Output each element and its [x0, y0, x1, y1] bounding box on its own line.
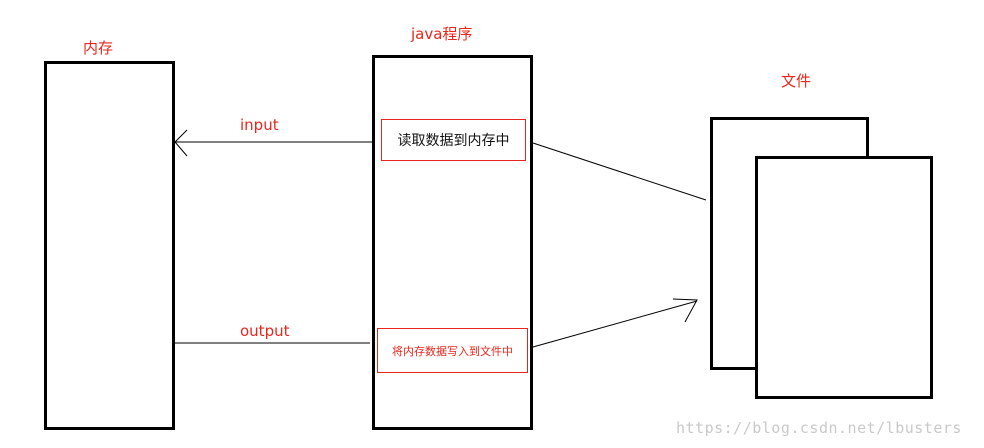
file-label: 文件	[781, 72, 812, 90]
memory-label: 内存	[83, 39, 114, 57]
file-front-page	[755, 156, 933, 399]
write-file-line	[532, 300, 698, 348]
watermark-text: https://blog.csdn.net/lbusters	[676, 419, 962, 437]
write-data-box: 将内存数据写入到文件中	[377, 328, 528, 373]
input-arrow-head	[174, 129, 188, 157]
input-label: input	[240, 116, 279, 134]
memory-box	[44, 61, 175, 430]
read-data-box: 读取数据到内存中	[381, 119, 526, 161]
java-program-label: java程序	[411, 25, 473, 43]
output-label: output	[240, 322, 290, 340]
read-file-line	[532, 142, 707, 201]
write-arrow-head	[672, 298, 698, 323]
java-program-box	[372, 55, 533, 430]
